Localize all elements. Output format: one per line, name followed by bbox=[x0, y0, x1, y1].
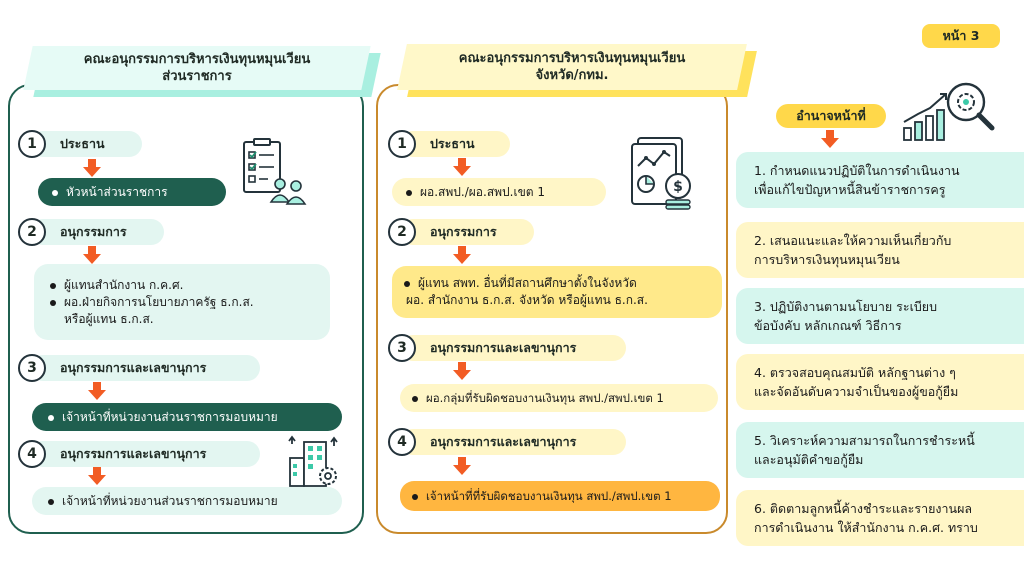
left-step-1-item: หัวหน้าส่วนราชการ bbox=[48, 184, 226, 201]
duty-4-line-2: และจัดอันดับความจำเป็นของผู้ขอกู้ยืม bbox=[754, 384, 959, 399]
duty-3-line-1: 3. ปฏิบัติงานตามนโยบาย ระเบียบ bbox=[754, 299, 938, 314]
middle-step-2-label: อนุกรรมการ bbox=[430, 224, 497, 239]
middle-step-3-box: ผอ.กลุ่มที่รับผิดชอบงานเงินทุน สพป./สพป.… bbox=[400, 384, 718, 412]
duties-title: อำนาจหน้าที่ bbox=[796, 108, 866, 123]
left-step-1-box: หัวหน้าส่วนราชการ bbox=[38, 178, 226, 206]
middle-step-3-header: อนุกรรมการและเลขานุการ bbox=[400, 335, 626, 361]
left-step-2-number: 2 bbox=[18, 218, 46, 246]
middle-step-4-item: เจ้าหน้าที่ที่รับผิดชอบงานเงินทุน สพป./ส… bbox=[408, 488, 720, 505]
middle-step-2-box: ผู้แทน สพท. อื่นที่มีสถานศึกษาตั้งในจังห… bbox=[392, 266, 722, 318]
page-number-badge: หน้า 3 bbox=[922, 24, 1000, 48]
duty-item-4: 4. ตรวจสอบคุณสมบัติ หลักฐานต่าง ๆ และจัด… bbox=[736, 354, 1024, 410]
middle-step-2-number: 2 bbox=[388, 218, 416, 246]
middle-step-4-number: 4 bbox=[388, 428, 416, 456]
left-step-1-header: ประธาน bbox=[30, 131, 142, 157]
left-step-2-header: อนุกรรมการ bbox=[30, 219, 164, 245]
left-title-line-2: ส่วนราชการ bbox=[162, 69, 232, 84]
left-step-3-item: เจ้าหน้าที่หน่วยงานส่วนราชการมอบหมาย bbox=[44, 409, 342, 426]
middle-title-line-2: จังหวัด/กทม. bbox=[535, 68, 609, 83]
duty-2-line-2: การบริหารเงินทุนหมุนเวียน bbox=[754, 252, 900, 267]
left-step-2-item-2-continued: หรือผู้แทน ธ.ก.ส. bbox=[64, 311, 154, 326]
duty-4-line-1: 4. ตรวจสอบคุณสมบัติ หลักฐานต่าง ๆ bbox=[754, 365, 956, 380]
left-step-2-box: ผู้แทนสำนักงาน ก.ค.ศ. ผอ.ฝ่ายกิจการนโยบา… bbox=[34, 264, 330, 340]
middle-step-4-box: เจ้าหน้าที่ที่รับผิดชอบงานเงินทุน สพป./ส… bbox=[400, 481, 720, 511]
middle-step-1-item: ผอ.สพป./ผอ.สพป.เขต 1 bbox=[402, 184, 606, 201]
left-step-3-label: อนุกรรมการและเลขานุการ bbox=[60, 360, 207, 375]
duty-3-line-2: ข้อบังคับ หลักเกณฑ์ วิธีการ bbox=[754, 318, 902, 333]
left-step-4-number: 4 bbox=[18, 440, 46, 468]
growth-analysis-icon bbox=[903, 82, 995, 141]
duty-item-5: 5. วิเคราะห์ความสามารถในการชำระหนี้ และอ… bbox=[736, 422, 1024, 478]
buildings-gear-icon bbox=[288, 435, 338, 487]
left-step-2-item-2: ผอ.ฝ่ายกิจการนโยบายภาครัฐ ธ.ก.ส. bbox=[46, 294, 330, 311]
left-step-4-header: อนุกรรมการและเลขานุการ bbox=[30, 441, 260, 467]
middle-title: คณะอนุกรรมการบริหารเงินทุนหมุนเวียน จังห… bbox=[459, 50, 685, 84]
duty-2-line-1: 2. เสนอแนะและให้ความเห็นเกี่ยวกับ bbox=[754, 233, 952, 248]
left-step-3-box: เจ้าหน้าที่หน่วยงานส่วนราชการมอบหมาย bbox=[32, 403, 342, 431]
duty-1-line-1: 1. กำหนดแนวปฏิบัติในการดำเนินงาน bbox=[754, 163, 960, 178]
middle-step-1-label: ประธาน bbox=[430, 136, 475, 151]
duty-6-line-1: 6. ติดตามลูกหนี้ค้างชำระและรายงานผล bbox=[754, 501, 973, 516]
middle-step-1-number: 1 bbox=[388, 130, 416, 158]
left-step-1-number: 1 bbox=[18, 130, 46, 158]
left-step-3-number: 3 bbox=[18, 354, 46, 382]
middle-step-3-item: ผอ.กลุ่มที่รับผิดชอบงานเงินทุน สพป./สพป.… bbox=[408, 390, 718, 407]
duty-item-1: 1. กำหนดแนวปฏิบัติในการดำเนินงาน เพื่อแก… bbox=[736, 152, 1024, 208]
left-step-1-label: ประธาน bbox=[60, 136, 105, 151]
left-step-4-item: เจ้าหน้าที่หน่วยงานส่วนราชการมอบหมาย bbox=[44, 493, 342, 510]
left-title-banner: คณะอนุกรรมการบริหารเงินทุนหมุนเวียน ส่วน… bbox=[23, 46, 381, 97]
middle-title-line-1: คณะอนุกรรมการบริหารเงินทุนหมุนเวียน bbox=[458, 51, 686, 66]
duty-5-line-2: และอนุมัติคำขอกู้ยืม bbox=[754, 452, 864, 467]
middle-step-4-label: อนุกรรมการและเลขานุการ bbox=[430, 434, 577, 449]
left-title-line-1: คณะอนุกรรมการบริหารเงินทุนหมุนเวียน bbox=[83, 52, 311, 67]
duty-6-line-2: การดำเนินงาน ให้สำนักงาน ก.ค.ศ. ทราบ bbox=[754, 520, 978, 535]
middle-step-3-label: อนุกรรมการและเลขานุการ bbox=[430, 340, 577, 355]
middle-step-1-header: ประธาน bbox=[400, 131, 510, 157]
financial-report-icon: $ bbox=[631, 137, 691, 210]
duty-item-6: 6. ติดตามลูกหนี้ค้างชำระและรายงานผล การด… bbox=[736, 490, 1024, 546]
left-title: คณะอนุกรรมการบริหารเงินทุนหมุนเวียน ส่วน… bbox=[84, 51, 310, 85]
duty-5-line-1: 5. วิเคราะห์ความสามารถในการชำระหนี้ bbox=[754, 433, 975, 448]
middle-step-1-box: ผอ.สพป./ผอ.สพป.เขต 1 bbox=[392, 178, 606, 206]
middle-title-banner: คณะอนุกรรมการบริหารเงินทุนหมุนเวียน จังห… bbox=[397, 44, 757, 97]
duty-1-line-2: เพื่อแก้ไขปัญหาหนี้สินข้าราชการครู bbox=[754, 182, 946, 197]
duties-title-badge: อำนาจหน้าที่ bbox=[776, 104, 886, 128]
duty-item-2: 2. เสนอแนะและให้ความเห็นเกี่ยวกับ การบริ… bbox=[736, 222, 1024, 278]
svg-text:$: $ bbox=[673, 179, 683, 195]
duty-item-3: 3. ปฏิบัติงานตามนโยบาย ระเบียบ ข้อบังคับ… bbox=[736, 288, 1024, 344]
left-step-2-item-1: ผู้แทนสำนักงาน ก.ค.ศ. bbox=[46, 277, 330, 294]
page-number-label: หน้า 3 bbox=[942, 28, 980, 43]
middle-step-2-item-2: ผอ. สำนักงาน ธ.ก.ส. จังหวัด หรือผู้แทน ธ… bbox=[406, 293, 648, 307]
middle-step-4-header: อนุกรรมการและเลขานุการ bbox=[400, 429, 626, 455]
left-step-4-label: อนุกรรมการและเลขานุการ bbox=[60, 446, 207, 461]
middle-step-2-header: อนุกรรมการ bbox=[400, 219, 534, 245]
left-step-3-header: อนุกรรมการและเลขานุการ bbox=[30, 355, 260, 381]
middle-step-3-number: 3 bbox=[388, 334, 416, 362]
left-step-4-box: เจ้าหน้าที่หน่วยงานส่วนราชการมอบหมาย bbox=[32, 487, 342, 515]
checklist-people-icon bbox=[243, 138, 307, 205]
left-step-2-label: อนุกรรมการ bbox=[60, 224, 127, 239]
middle-step-2-item-1: ผู้แทน สพท. อื่นที่มีสถานศึกษาตั้งในจังห… bbox=[400, 275, 722, 292]
